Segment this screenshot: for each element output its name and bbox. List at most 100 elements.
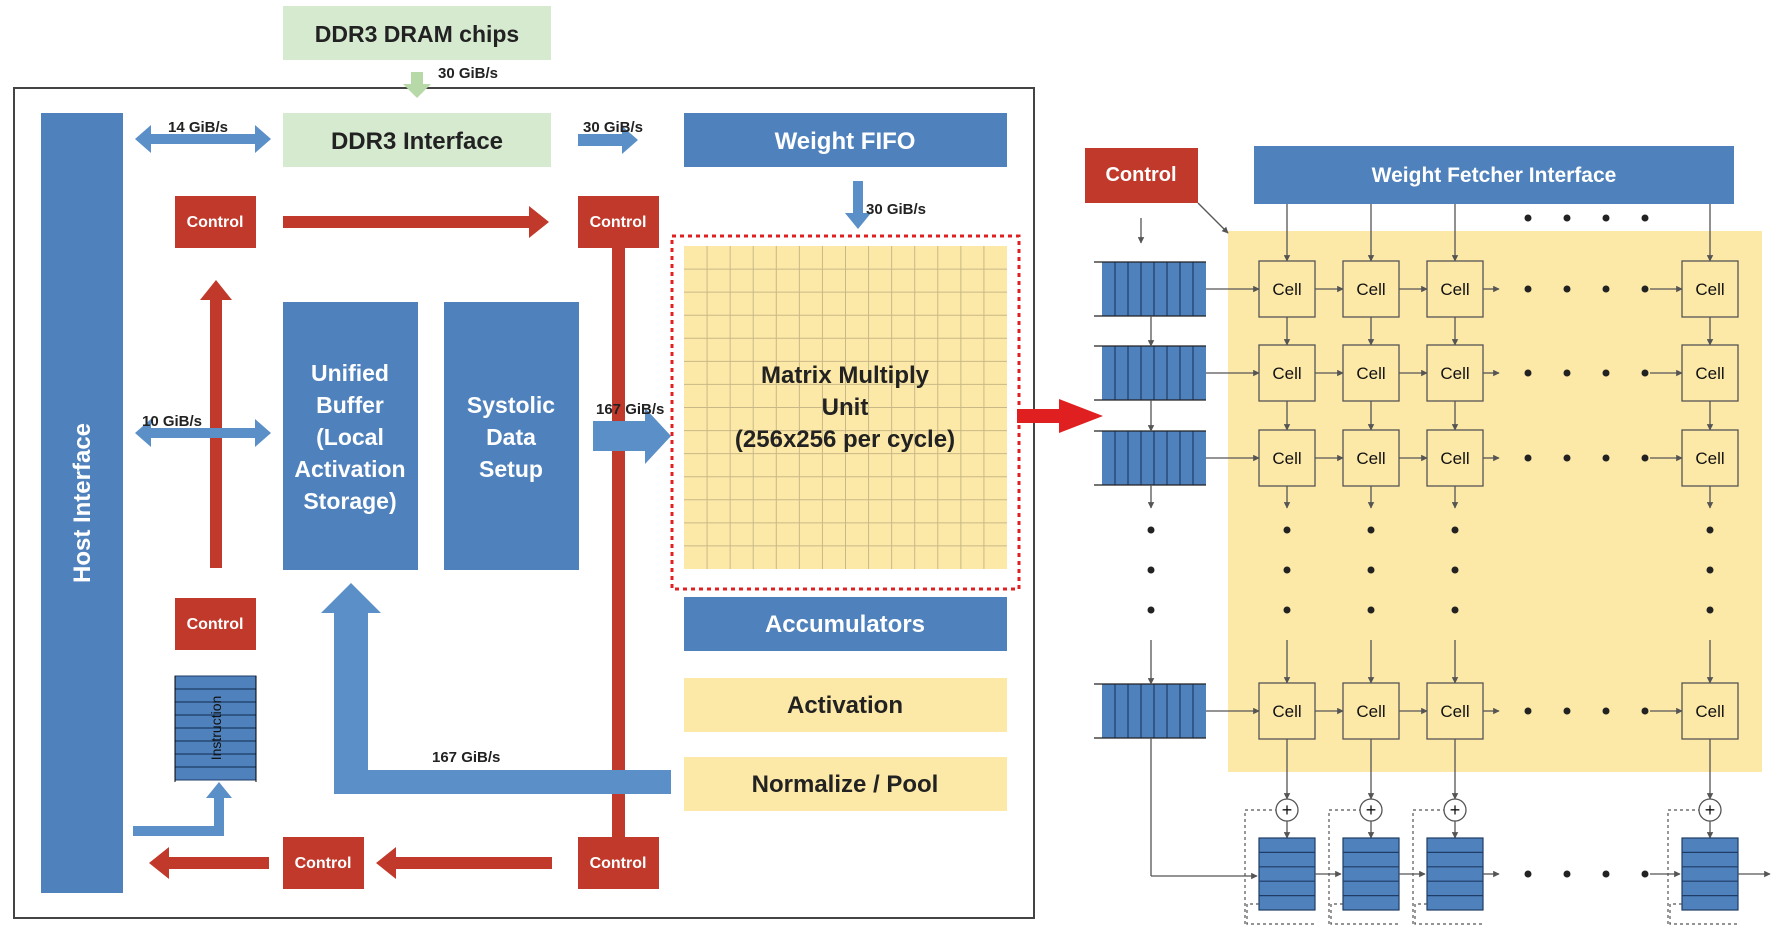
ddr3-interface-box — [283, 113, 551, 167]
ellipsis-dot — [1563, 707, 1571, 715]
bw-fifo-mmu-label: 30 GiB/s — [866, 201, 926, 218]
activation-label: Activation — [787, 692, 903, 719]
systolic-cell: Cell — [1342, 682, 1400, 740]
ellipsis-dot — [1563, 285, 1571, 293]
right-control-box — [1085, 148, 1198, 203]
systolic-cell: Cell — [1342, 429, 1400, 487]
systolic-cell: Cell — [1426, 682, 1484, 740]
right-control-label: Control — [1105, 164, 1176, 186]
cell-box — [1426, 260, 1484, 318]
systolic-cell: Cell — [1258, 260, 1316, 318]
ellipsis-dot — [1524, 870, 1532, 878]
input-fifo — [1094, 683, 1206, 739]
accumulators-label: Accumulators — [765, 611, 925, 638]
bw-return-label: 167 GiB/s — [432, 749, 500, 766]
systolic-line: Setup — [479, 456, 543, 482]
accumulator-stack — [1258, 837, 1316, 911]
systolic-cell: Cell — [1681, 429, 1739, 487]
ellipsis-dot — [1641, 285, 1649, 293]
host-instruction-arrow — [133, 782, 232, 836]
systolic-cell: Cell — [1258, 344, 1316, 402]
ellipsis-dot — [1641, 707, 1649, 715]
cell-box — [1342, 682, 1400, 740]
cell-label: Cell — [1272, 702, 1301, 721]
systolic-cell: Cell — [1426, 344, 1484, 402]
weight-fifo-box — [684, 113, 1007, 167]
return-arrow — [321, 583, 671, 794]
ellipsis-dot — [1563, 870, 1571, 878]
cell-label: Cell — [1695, 280, 1724, 299]
control-arrow-bottom-mid — [376, 847, 552, 879]
control-box-top-left — [175, 196, 256, 248]
ellipsis-dot — [1706, 606, 1714, 614]
cell-label: Cell — [1695, 364, 1724, 383]
mmu-line: Unit — [822, 394, 869, 421]
unified-buffer-line: Storage) — [303, 488, 396, 514]
adder: + — [1359, 798, 1383, 822]
accumulator-stack — [1426, 837, 1484, 911]
input-fifo — [1094, 430, 1206, 486]
weight-fetcher-box — [1254, 146, 1734, 204]
control-line-vertical-right — [612, 248, 625, 837]
ellipsis-dot — [1602, 707, 1610, 715]
adder: + — [1275, 798, 1299, 822]
dram-down-arrow — [403, 72, 431, 98]
ellipsis-dot — [1706, 526, 1714, 534]
control-box-top-mid — [578, 196, 659, 248]
control-box-bottom-right — [578, 837, 659, 889]
bw-host-ddr-label: 14 GiB/s — [168, 119, 228, 136]
ellipsis-dot — [1451, 606, 1459, 614]
adder-plus: + — [1282, 800, 1293, 820]
ellipsis-dot — [1283, 526, 1291, 534]
systolic-cell: Cell — [1258, 429, 1316, 487]
adder: + — [1443, 798, 1467, 822]
cell-label: Cell — [1356, 364, 1385, 383]
mmu-grid — [684, 246, 1007, 569]
control-label: Control — [590, 855, 647, 872]
ellipsis-dot — [1147, 566, 1155, 574]
bw-systolic-mmu-label: 167 GiB/s — [596, 401, 664, 418]
activation-box — [684, 678, 1007, 732]
ellipsis-dot — [1563, 369, 1571, 377]
control-to-array-line — [1197, 202, 1229, 234]
cell-label: Cell — [1440, 449, 1469, 468]
weight-fifo-label: Weight FIFO — [775, 128, 916, 155]
systolic-cell: Cell — [1681, 344, 1739, 402]
array-background — [1228, 231, 1762, 772]
mmu-line: (256x256 per cycle) — [735, 426, 955, 453]
tpu-left-diagram: DDR3 DRAM chips 30 GiB/s Host Interface … — [13, 6, 1035, 919]
control-box-mid-left — [175, 598, 256, 650]
ellipsis-dot — [1602, 214, 1610, 222]
cell-label: Cell — [1272, 364, 1301, 383]
cell-box — [1342, 429, 1400, 487]
normalize-pool-box — [684, 757, 1007, 811]
instruction-label: Instruction — [208, 696, 224, 761]
ellipsis-dot — [1524, 214, 1532, 222]
systolic-cell: Cell — [1342, 344, 1400, 402]
ddr3-interface-label: DDR3 Interface — [331, 128, 503, 155]
accumulator-stack — [1681, 837, 1739, 911]
ellipsis-dot — [1641, 870, 1649, 878]
bw-host-ub-label: 10 GiB/s — [142, 413, 202, 430]
cell-box — [1258, 260, 1316, 318]
ellipsis-dot — [1641, 454, 1649, 462]
cell-label: Cell — [1695, 449, 1724, 468]
ddr-fifo-arrow — [578, 126, 638, 154]
adder-plus: + — [1705, 800, 1716, 820]
accumulator-feedback-loop — [1328, 809, 1399, 925]
adder-plus: + — [1450, 800, 1461, 820]
accumulator-body — [1258, 837, 1316, 911]
systolic-cell: Cell — [1681, 682, 1739, 740]
cell-label: Cell — [1440, 702, 1469, 721]
adder-plus: + — [1366, 800, 1377, 820]
ellipsis-dot — [1524, 707, 1532, 715]
cell-box — [1681, 682, 1739, 740]
ellipsis-dot — [1641, 369, 1649, 377]
cell-label: Cell — [1356, 702, 1385, 721]
ellipsis-dot — [1367, 566, 1375, 574]
bw-ddr-fifo-label: 30 GiB/s — [583, 119, 643, 136]
unified-buffer-line: Buffer — [316, 392, 384, 418]
ellipsis-dot — [1563, 454, 1571, 462]
control-label: Control — [187, 616, 244, 633]
